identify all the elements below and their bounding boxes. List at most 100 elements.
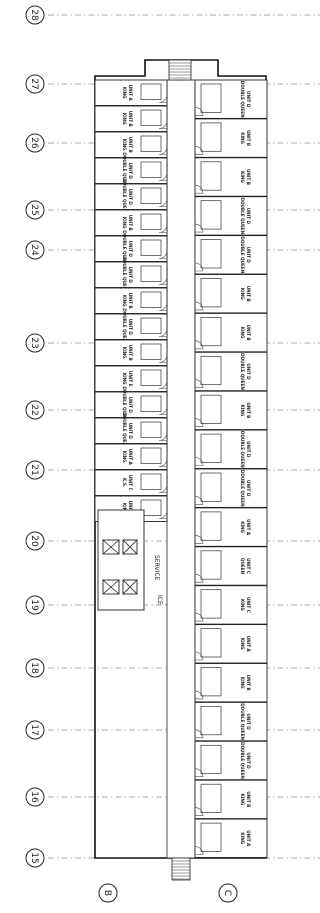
room-type-label: KING <box>240 288 245 300</box>
room-type-label: KING <box>122 295 127 307</box>
door-swing <box>158 276 168 285</box>
bathroom <box>200 161 222 191</box>
grid-label-B: B <box>102 890 112 896</box>
bathroom <box>140 187 162 204</box>
bathroom <box>140 109 162 126</box>
room-unit-label: UNIT D <box>128 241 133 258</box>
bathroom <box>200 472 222 502</box>
room-type-label: KING <box>122 217 127 229</box>
door-swing <box>194 690 204 700</box>
grid-label-22: 22 <box>29 404 39 415</box>
bathroom <box>140 395 162 412</box>
door-swing <box>194 535 204 544</box>
bathroom <box>200 239 222 269</box>
bathroom <box>140 161 162 178</box>
bathroom <box>200 200 222 230</box>
bathroom <box>200 317 222 347</box>
bathroom <box>200 706 222 736</box>
room-type-label: KING <box>122 503 127 515</box>
room-unit-label: UNIT D <box>246 208 251 225</box>
room-unit-label: UNIT A <box>246 636 251 653</box>
grid-bubble-28 <box>25 5 45 25</box>
grid-bubble-16 <box>25 787 45 807</box>
grid-bubble-22 <box>25 400 45 420</box>
bathroom <box>140 499 162 516</box>
door-swing <box>158 458 168 467</box>
door-swing <box>194 807 204 816</box>
room-type-label: KING <box>122 347 127 359</box>
grid-label-17: 17 <box>29 724 39 735</box>
room-type-label: KING <box>240 794 245 806</box>
door-swing <box>158 302 168 311</box>
bathroom <box>200 589 222 619</box>
grid-label-19: 19 <box>29 599 39 611</box>
room-unit-label: UNIT D <box>246 441 251 458</box>
bathroom <box>140 421 162 438</box>
door-swing <box>158 432 168 441</box>
room-unit-label: UNIT D <box>246 752 251 769</box>
door-swing <box>194 768 204 777</box>
grid-label-21: 21 <box>29 464 39 475</box>
room-type-label: DOUBLE QUEEN <box>122 230 127 267</box>
door-swing <box>158 510 168 519</box>
door-swing <box>158 354 168 363</box>
elevator-3-x2 <box>122 539 138 555</box>
service-label: SERVICE <box>153 555 160 581</box>
room-unit-label: UNIT A <box>246 830 251 847</box>
door-swing <box>194 651 204 661</box>
door-swing <box>194 223 204 233</box>
door-swing <box>194 846 204 855</box>
grid-label-23: 23 <box>29 337 39 348</box>
room-type-label: KING <box>240 405 245 417</box>
room-type-label: DOUBLE QUEEN <box>122 412 127 449</box>
room-unit-label: UNIT B <box>246 286 251 302</box>
room-type-label: DOUBLE QUEEN <box>122 256 127 293</box>
grid-bubble-24 <box>25 240 45 260</box>
door-swing <box>194 340 204 350</box>
room-type-label: DOUBLE QUEEN <box>240 703 245 740</box>
room-unit-label: UNIT D <box>246 480 251 497</box>
grid-label-28: 28 <box>29 9 39 21</box>
bathroom <box>140 473 162 490</box>
grid-bubble-26 <box>25 133 45 153</box>
door-swing <box>194 262 204 272</box>
grid-label-24: 24 <box>29 244 39 256</box>
room-type-label: DOUBLE QUEEN <box>122 152 127 189</box>
room-unit-label: UNIT E <box>128 371 133 387</box>
grid-bubble-20 <box>25 531 45 551</box>
bathroom <box>200 394 222 424</box>
room-unit-label: UNIT C <box>246 597 251 613</box>
room-type-label: DOUBLE QUEEN <box>240 197 245 234</box>
door-swing <box>158 198 168 207</box>
bathroom <box>140 83 162 100</box>
door-swing <box>158 406 168 415</box>
door-swing <box>158 146 168 155</box>
grid-bubble-27 <box>25 74 45 94</box>
stairs <box>168 59 192 881</box>
elevator-4-x2 <box>122 579 138 595</box>
grid-bubble-17 <box>25 720 45 740</box>
door-swing <box>194 496 204 505</box>
bathroom <box>200 355 222 386</box>
room-unit-label: UNIT B <box>128 215 133 231</box>
room-unit-label: UNIT C <box>128 475 133 491</box>
room-type-label: KING <box>240 677 245 689</box>
elevator-2-x2 <box>102 579 120 595</box>
room-type-label: DOUBLE QUEEN <box>240 81 245 118</box>
grid-label-20: 20 <box>29 535 39 547</box>
bathroom <box>140 343 162 360</box>
room-unit-label: UNIT C <box>246 558 251 574</box>
